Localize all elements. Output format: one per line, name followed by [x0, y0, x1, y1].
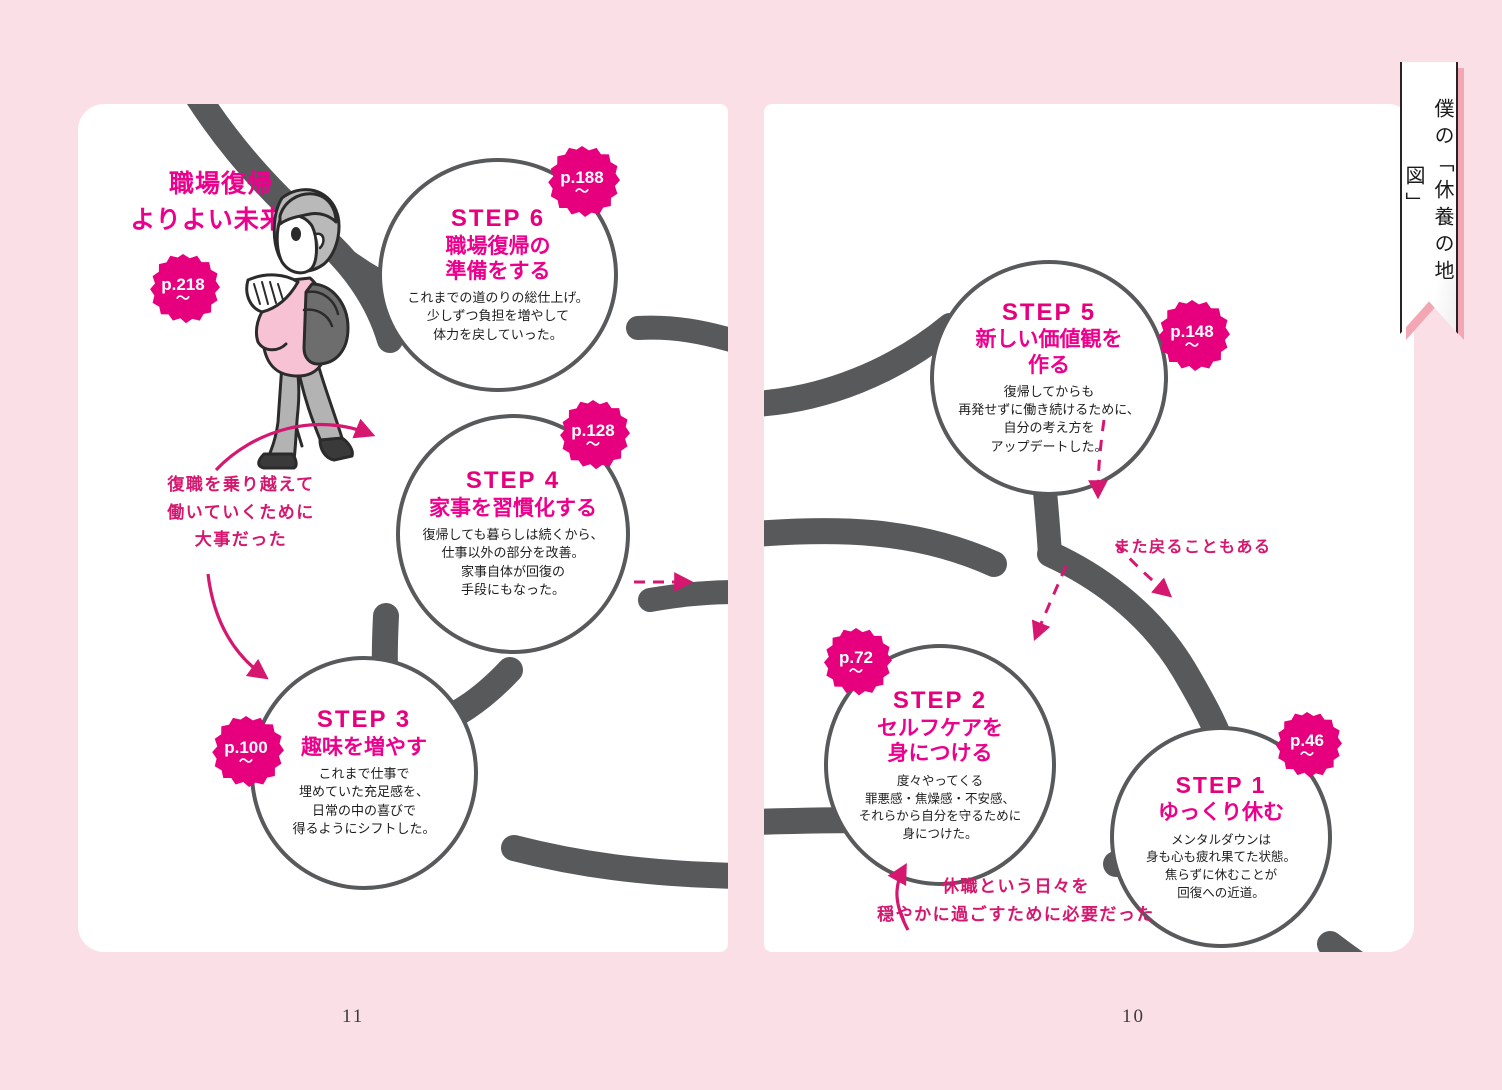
step-body: 度々やってくる 罪悪感・焦燥感・不安感、 それらから自分を守るために 身につけた…	[859, 772, 1022, 843]
step-body-line: 復帰しても暮らしは続くから、	[422, 527, 604, 543]
step-body-line: 身も心も疲れ果てた状態。	[1145, 849, 1296, 865]
badge-tilde: 〜	[176, 290, 190, 307]
step-label: STEP 4	[465, 467, 561, 495]
badge-p100[interactable]: p.100 〜	[212, 716, 284, 788]
step-title-line: 準備をする	[445, 260, 551, 284]
page-number-right: 10	[1122, 1006, 1145, 1027]
step-body-line: 日常の中の喜びで	[311, 803, 416, 819]
step-title: ゆっくり休む	[1158, 800, 1284, 826]
badge-tilde: 〜	[849, 663, 863, 680]
step-body-line: これまでの道のりの総仕上げ。	[407, 290, 589, 306]
headline-line-1: 職場復帰	[168, 170, 273, 198]
step-title: 趣味を増やす	[301, 735, 427, 761]
step-title-line: 身につける	[887, 742, 993, 766]
step-body-line: 体力を戻していった。	[433, 327, 563, 343]
badge-p218[interactable]: p.218 〜	[150, 254, 220, 324]
badge-page-label: p.148	[1170, 322, 1214, 342]
badge-p46[interactable]: p.46 〜	[1275, 712, 1342, 778]
arrow-up-to-step2	[887, 862, 910, 931]
annotation-arrows-left	[206, 418, 694, 680]
step-title-line: 趣味を増やす	[301, 736, 427, 760]
step-body: 復帰しても暮らしは続くから、 仕事以外の部分を改善。 家事自体が回復の 手段にも…	[423, 527, 604, 601]
step-body-line: それらから自分を守るために	[858, 808, 1022, 824]
step-title: セルフケアを 身につける	[877, 716, 1003, 767]
step-body-line: 復帰してからも	[1003, 384, 1095, 400]
step-body-line: 仕事以外の部分を改善。	[441, 546, 585, 562]
step-body-line: 自分の考え方を	[1003, 421, 1095, 437]
left-page: 職場復帰 よりよい未来へ p.218 〜	[78, 104, 728, 952]
note-line: 大事だった	[194, 530, 288, 551]
step-body-line: 焦らずに休むことが	[1164, 867, 1278, 883]
step-label: STEP 6	[450, 204, 546, 232]
step-body-line: 再発せずに働き続けるために、	[958, 402, 1140, 418]
badge-p72[interactable]: p.72 〜	[823, 628, 892, 696]
step-body-line: 回復への近道。	[1177, 884, 1265, 900]
note-right-bottom: 休職という日々を 穏やかに過ごすために必要だった	[816, 874, 1216, 929]
walking-person-illustration	[245, 188, 354, 470]
step-body-line: アップデートした。	[990, 439, 1108, 455]
note-line: また戻ることもある	[1114, 537, 1272, 556]
ribbon-face	[1400, 62, 1458, 334]
ribbon-label: 僕の「休養の地図」	[1402, 97, 1455, 287]
badge-p128[interactable]: p.128 〜	[560, 400, 630, 470]
badge-page-label: p.100	[224, 738, 268, 758]
note-line: 休職という日々を	[942, 877, 1090, 897]
badge-page-label: p.188	[560, 168, 604, 188]
step-title: 職場復帰の 準備をする	[446, 234, 551, 285]
note-line: 穏やかに過ごすために必要だった	[877, 904, 1155, 925]
dashed-arrow-down-right	[1114, 542, 1173, 598]
badge-page-label: p.46	[1289, 731, 1325, 751]
step-title-line: 作る	[1028, 353, 1070, 377]
badge-page-label: p.128	[571, 421, 615, 441]
step-bubble-step3[interactable]: STEP 3 趣味を増やす これまで仕事で 埋めていた充足感を、 日常の中の喜び…	[250, 656, 478, 890]
step-body-line: 度々やってくる	[896, 772, 984, 788]
step-title-line: セルフケアを	[877, 716, 1003, 740]
step-body-line: 罪悪感・焦燥感・不安感、	[864, 790, 1015, 806]
dashed-arrow-down-1	[1088, 419, 1108, 500]
step-bubble-step5[interactable]: STEP 5 新しい価値観を 作る 復帰してからも 再発せずに働き続けるために、…	[930, 260, 1168, 496]
annotation-arrows-right	[887, 419, 1173, 931]
badge-tilde: 〜	[239, 753, 253, 770]
badge-page-label: p.218	[161, 275, 205, 295]
note-return-possible: また戻ることもある	[1114, 534, 1364, 560]
badge-tilde: 〜	[586, 436, 600, 453]
dashed-arrow-down-left	[1031, 565, 1068, 642]
step-label: STEP 5	[1001, 298, 1097, 326]
step-title-line: 新しい価値観を	[975, 328, 1123, 352]
step-body-line: 家事自体が回復の	[460, 564, 565, 580]
note-left-page: 復職を乗り越えて 働いていくために 大事だった	[118, 472, 364, 555]
right-page: STEP 5 新しい価値観を 作る 復帰してからも 再発せずに働き続けるために、…	[764, 104, 1414, 952]
step-body-line: 身につけた。	[902, 826, 978, 842]
step-title-line: ゆっくり休む	[1158, 800, 1284, 824]
badge-p188[interactable]: p.188 〜	[548, 146, 620, 218]
arrow-to-step4	[214, 418, 376, 472]
step-label: STEP 3	[316, 706, 412, 734]
step-label: STEP 1	[1175, 772, 1267, 799]
step-body-line: 手段にもなった。	[460, 583, 565, 599]
step-body: これまでの道のりの総仕上げ。 少しずつ負担を増やして 体力を戻していった。	[407, 290, 588, 345]
arrow-to-step3	[206, 573, 269, 680]
badge-tilde: 〜	[575, 183, 589, 200]
step-body-line: 得るようにシフトした。	[292, 822, 436, 838]
step-body-line: これまで仕事で	[318, 766, 410, 782]
step-label: STEP 2	[892, 687, 988, 715]
badge-p148[interactable]: p.148 〜	[1158, 300, 1230, 372]
note-line: 働いていくために	[167, 502, 315, 523]
step-body-line: 埋めていた充足感を、	[298, 785, 429, 801]
step-title: 新しい価値観を 作る	[976, 327, 1123, 378]
step-body: メンタルダウンは 身も心も疲れ果てた状態。 焦らずに休むことが 回復への近道。	[1146, 831, 1296, 902]
step-title-line: 職場復帰の	[445, 234, 551, 258]
step-title-line: 家事を習慣化する	[429, 497, 597, 521]
note-line: 復職を乗り越えて	[167, 475, 315, 495]
step-title: 家事を習慣化する	[429, 496, 597, 522]
step-body: 復帰してからも 再発せずに働き続けるために、 自分の考え方を アップデートした。	[958, 384, 1140, 458]
badge-tilde: 〜	[1300, 746, 1314, 763]
step-body-line: メンタルダウンは	[1170, 831, 1271, 847]
badge-tilde: 〜	[1185, 337, 1199, 354]
badge-page-label: p.72	[838, 648, 874, 668]
step-body: これまで仕事で 埋めていた充足感を、 日常の中の喜びで 得るようにシフトした。	[292, 766, 435, 840]
bookmark-ribbon[interactable]: 僕の「休養の地図」	[1400, 62, 1464, 340]
page-number-left: 11	[342, 1006, 365, 1027]
step-body-line: 少しずつ負担を増やして	[426, 309, 570, 325]
